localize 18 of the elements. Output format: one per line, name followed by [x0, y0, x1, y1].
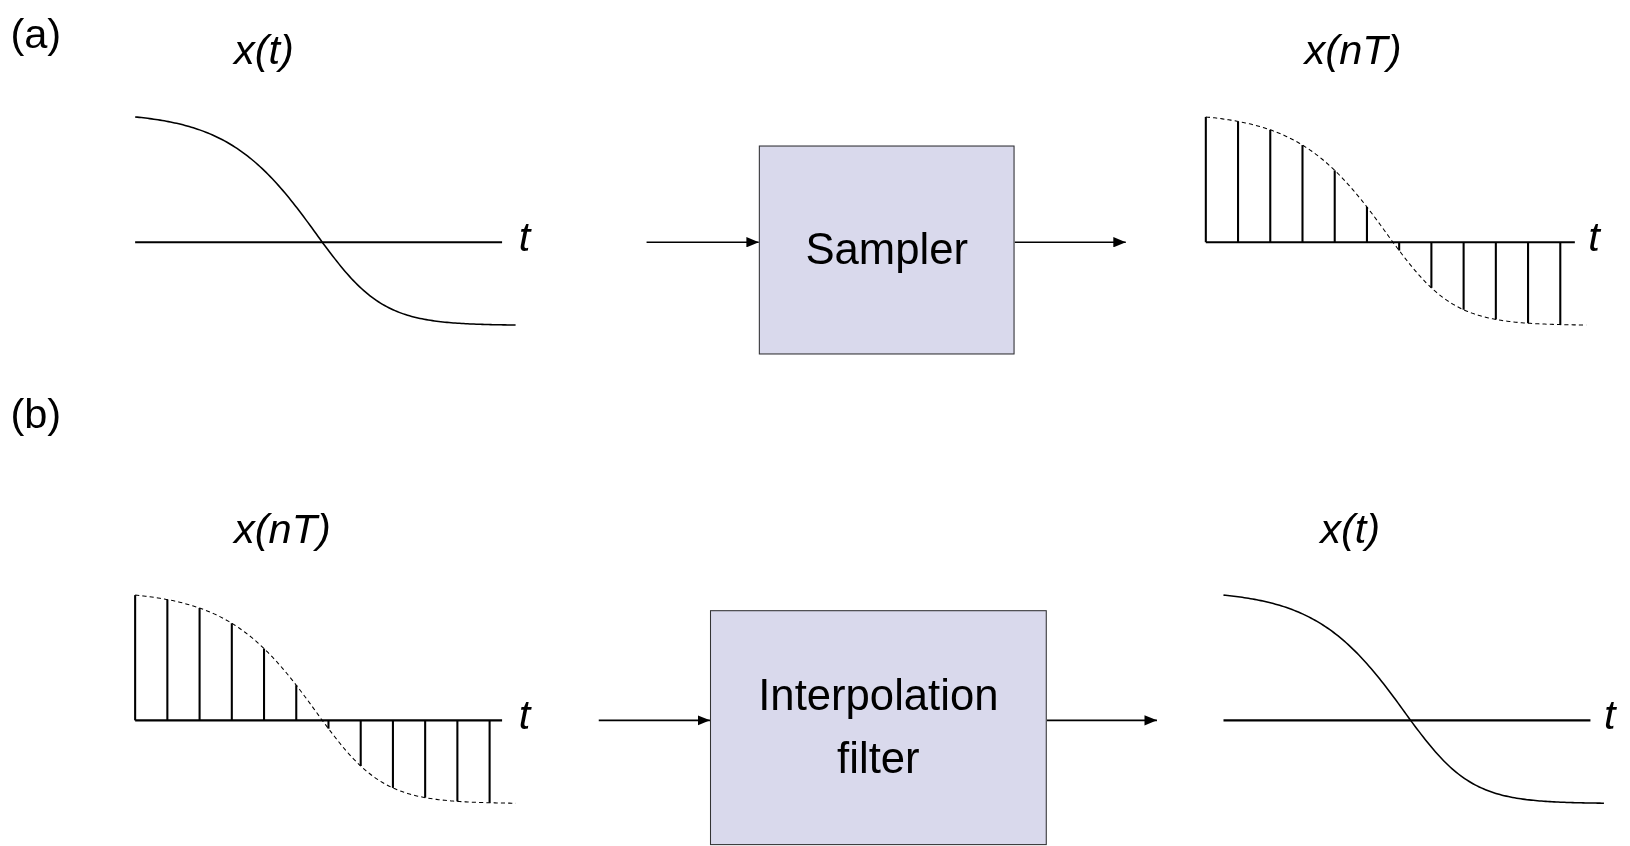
axis-label: t	[1603, 693, 1616, 735]
panel-label: (a)	[10, 12, 62, 55]
axis-label: t	[518, 693, 531, 735]
process-box	[758, 145, 1015, 355]
axis-label: t	[1588, 215, 1600, 257]
arrow	[1013, 237, 1127, 248]
arrow	[645, 237, 760, 248]
signal-label: x(nT)	[233, 507, 331, 549]
signal-label: x(t)	[233, 29, 294, 71]
box-label: Interpolation filter	[757, 669, 1000, 785]
panel-label: (b)	[10, 392, 62, 435]
box-label: Sampler	[805, 223, 968, 276]
axis-label: t	[518, 215, 531, 257]
arrow	[597, 715, 711, 726]
arrow	[1046, 715, 1158, 726]
signal-label: x(t)	[1320, 507, 1381, 549]
process-box	[710, 610, 1047, 846]
signal-label: x(nT)	[1304, 29, 1402, 71]
